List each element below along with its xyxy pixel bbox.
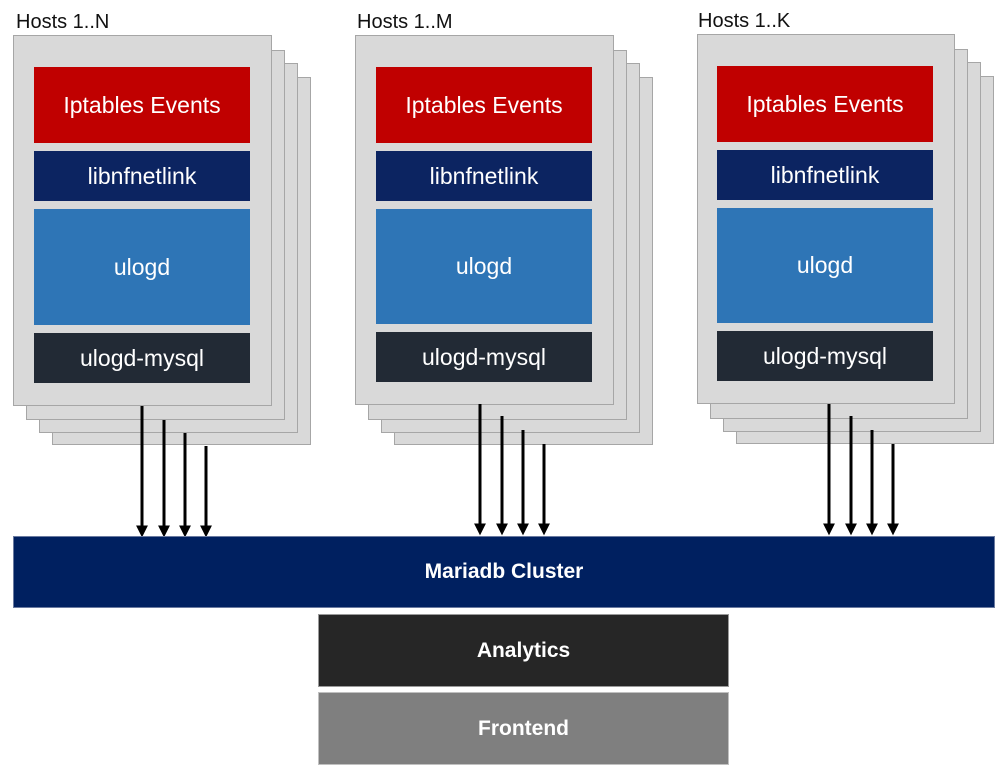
libnfnetlink-layer: libnfnetlink: [717, 150, 933, 200]
host-group-label: Hosts 1..N: [16, 11, 110, 33]
ulogd-mysql-layer: ulogd-mysql: [376, 332, 592, 382]
host-group-label: Hosts 1..K: [698, 10, 791, 32]
analytics-block: Analytics: [318, 614, 729, 687]
host-group-label: Hosts 1..M: [357, 11, 453, 33]
ulogd-layer: ulogd: [34, 209, 250, 325]
ulogd-mysql-layer: ulogd-mysql: [717, 331, 933, 381]
iptables-events-layer: Iptables Events: [376, 67, 592, 143]
ulogd-mysql-layer: ulogd-mysql: [34, 333, 250, 383]
frontend-block: Frontend: [318, 692, 729, 765]
libnfnetlink-layer: libnfnetlink: [376, 151, 592, 201]
ulogd-layer: ulogd: [376, 209, 592, 324]
ulogd-layer: ulogd: [717, 208, 933, 323]
iptables-events-layer: Iptables Events: [717, 66, 933, 142]
iptables-events-layer: Iptables Events: [34, 67, 250, 143]
mariadb-cluster: Mariadb Cluster: [13, 536, 995, 608]
libnfnetlink-layer: libnfnetlink: [34, 151, 250, 201]
